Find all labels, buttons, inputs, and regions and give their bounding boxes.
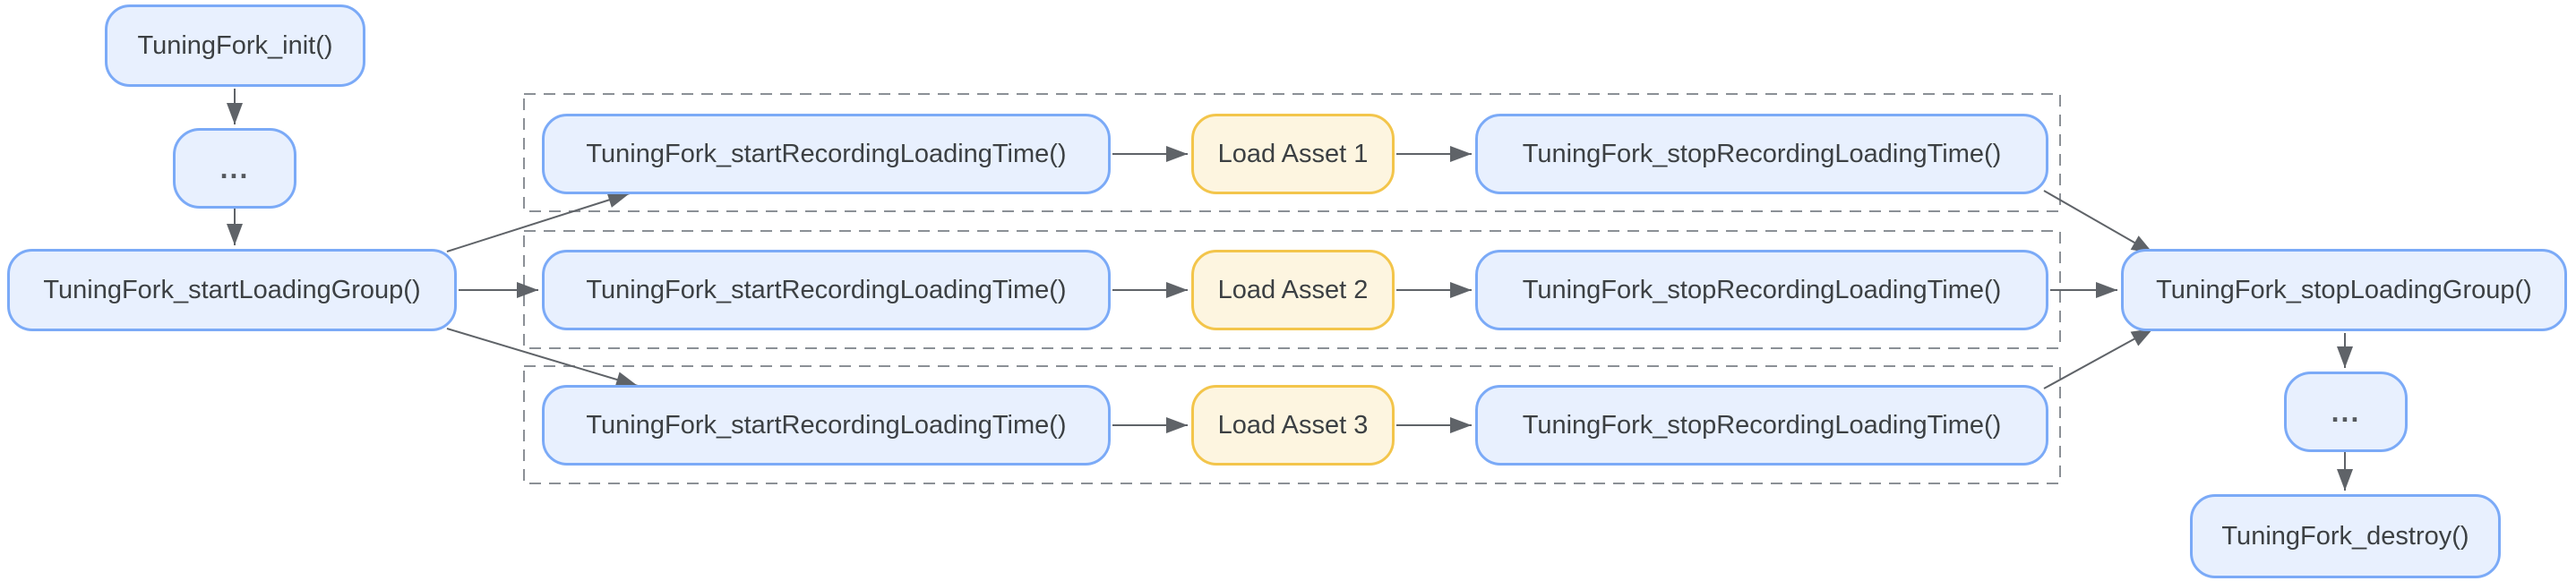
node-stop-loading-group: TuningFork_stopLoadingGroup() — [2121, 249, 2567, 331]
node-post-ellipsis: ... — [2284, 372, 2408, 452]
node-row-1-load-asset: Load Asset 1 — [1191, 114, 1395, 194]
node-start-loading-group: TuningFork_startLoadingGroup() — [7, 249, 457, 331]
arrow-row-1-to-stop-group — [2043, 190, 2154, 254]
arrow-start-group-to-row-3 — [446, 328, 639, 388]
node-row-1-start-recording: TuningFork_startRecordingLoadingTime() — [542, 114, 1111, 194]
node-row-1-stop-recording: TuningFork_stopRecordingLoadingTime() — [1475, 114, 2048, 194]
node-row-3-start-recording: TuningFork_startRecordingLoadingTime() — [542, 385, 1111, 466]
node-pre-ellipsis: ... — [173, 128, 296, 209]
node-destroy: TuningFork_destroy() — [2190, 494, 2501, 578]
arrow-start-group-to-row-1 — [446, 192, 631, 252]
node-init: TuningFork_init() — [105, 4, 365, 87]
node-row-3-stop-recording: TuningFork_stopRecordingLoadingTime() — [1475, 385, 2048, 466]
arrow-row-3-to-stop-group — [2043, 328, 2154, 389]
node-row-2-load-asset: Load Asset 2 — [1191, 250, 1395, 330]
node-row-2-start-recording: TuningFork_startRecordingLoadingTime() — [542, 250, 1111, 330]
node-row-2-stop-recording: TuningFork_stopRecordingLoadingTime() — [1475, 250, 2048, 330]
node-row-3-load-asset: Load Asset 3 — [1191, 385, 1395, 466]
